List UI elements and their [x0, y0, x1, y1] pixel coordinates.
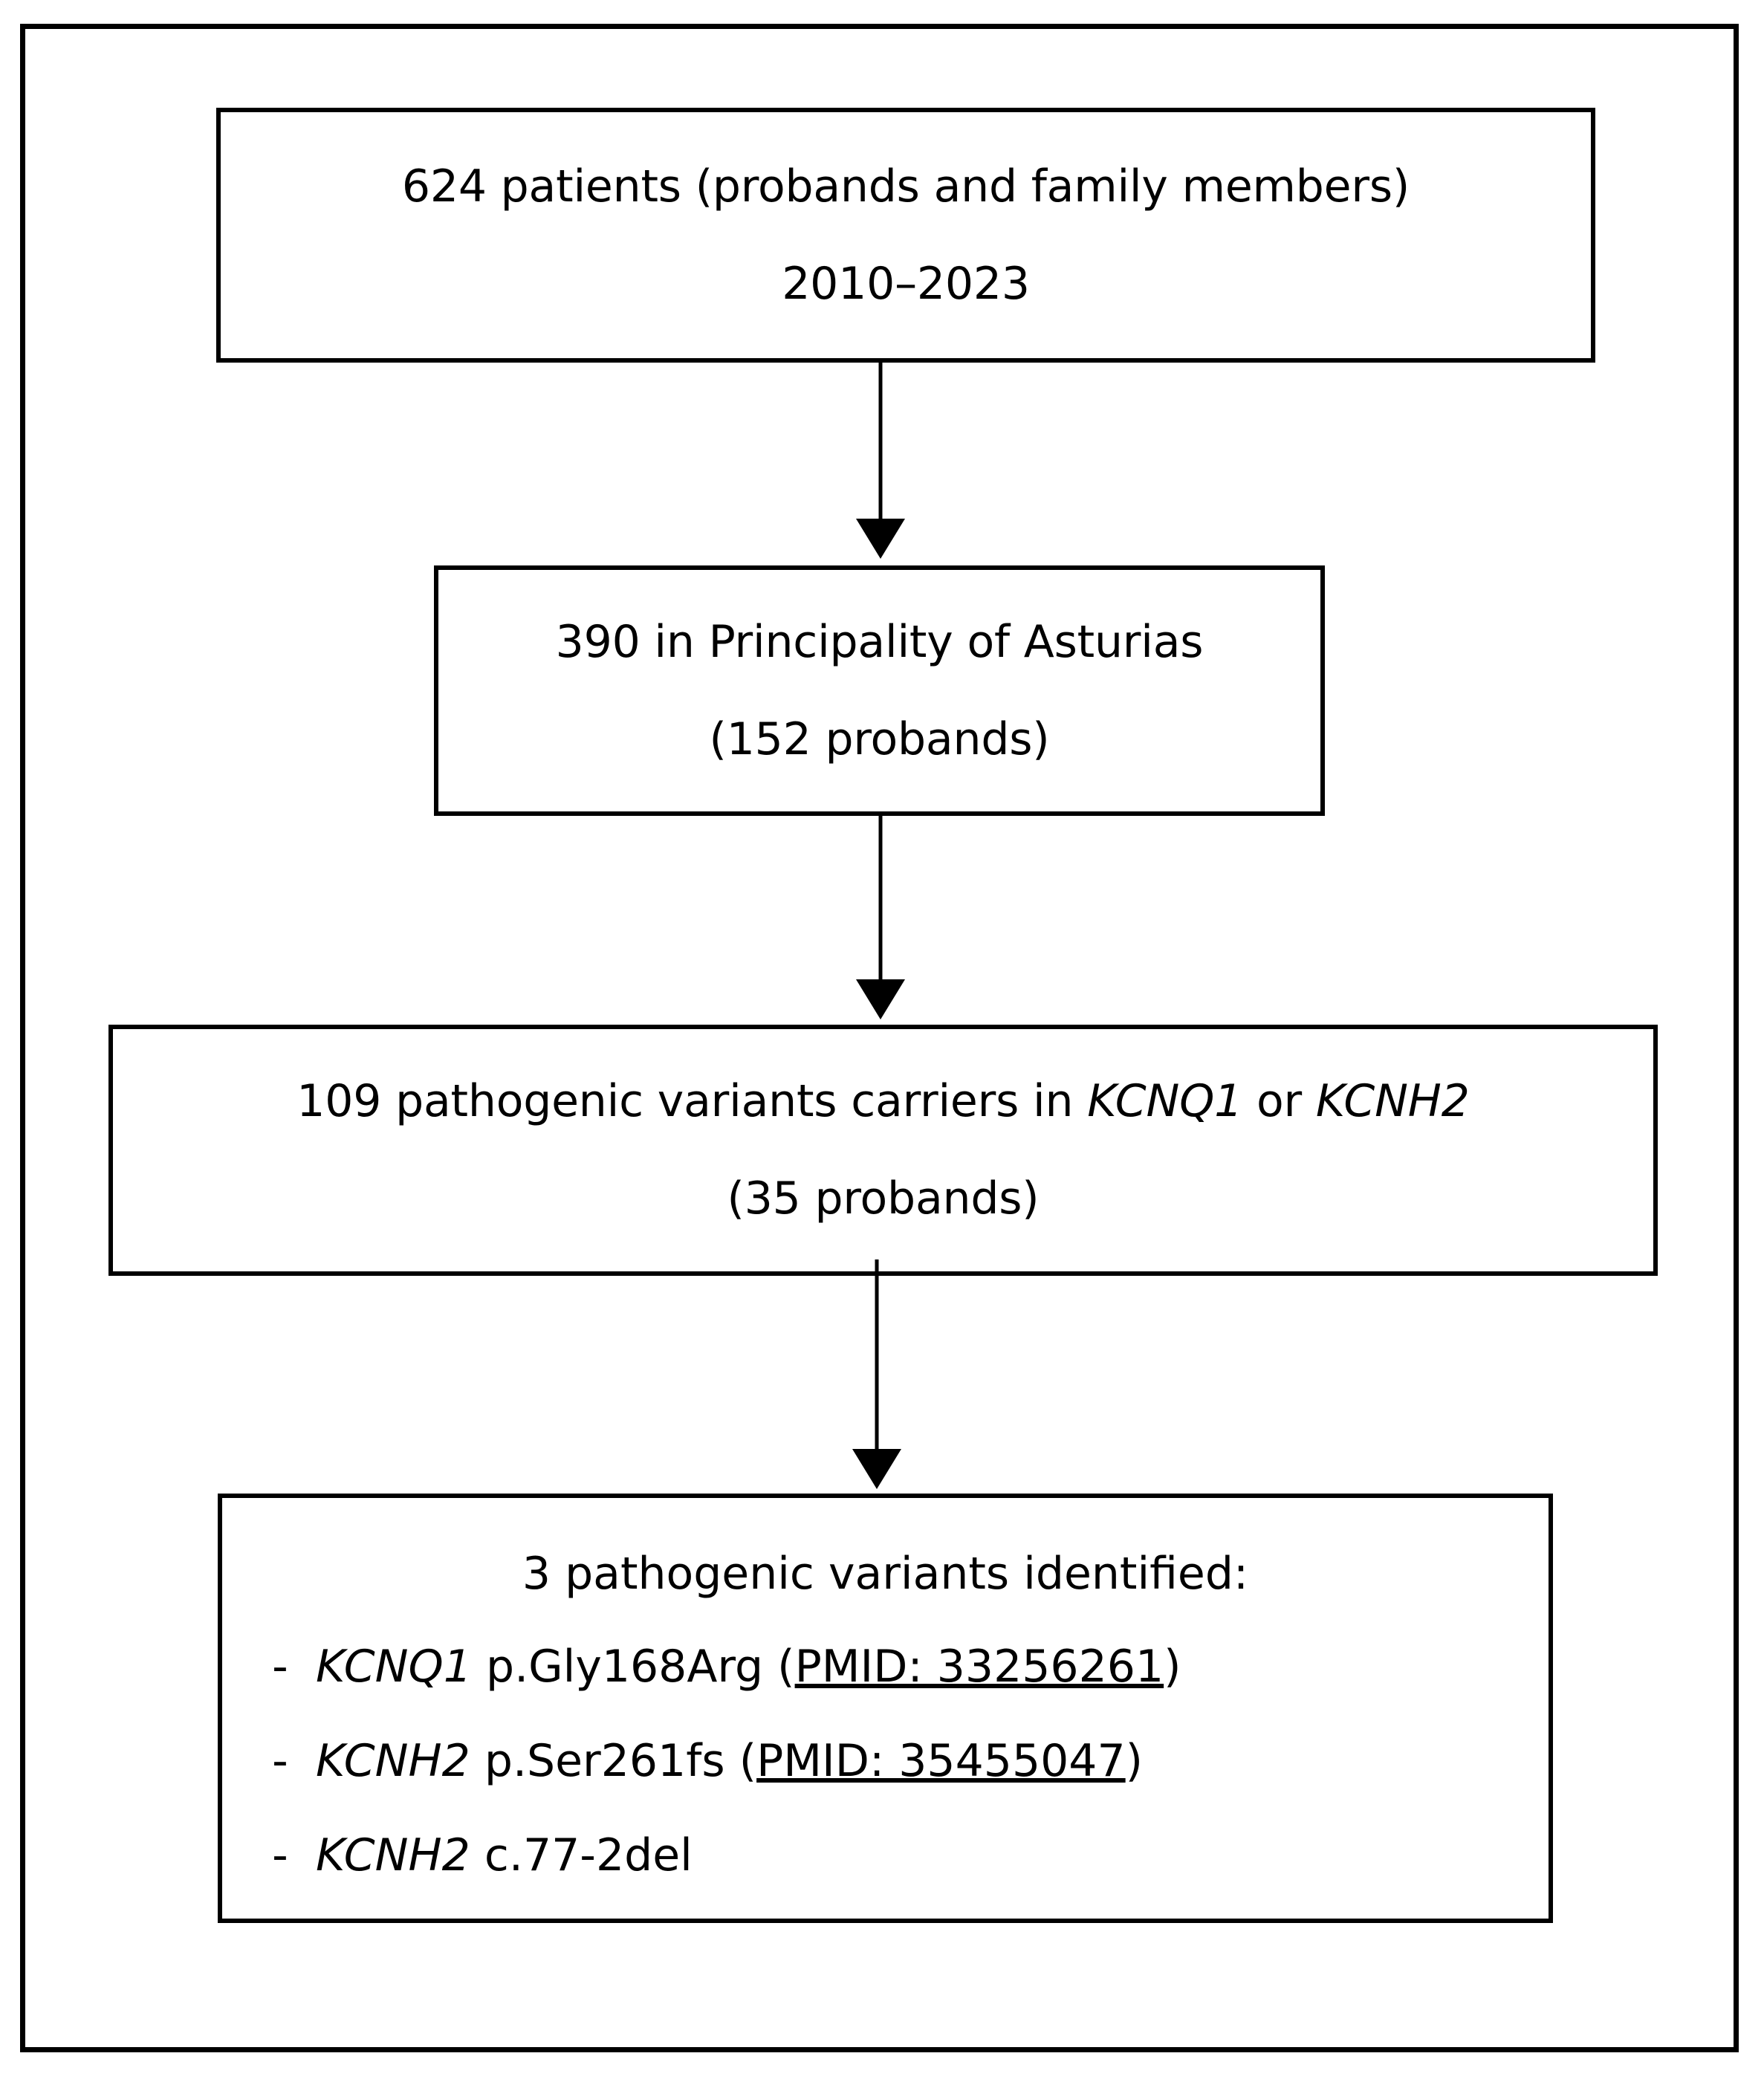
- arrow-head-icon: [856, 519, 905, 559]
- flow-box-total-patients: 624 patients (probands and family member…: [216, 108, 1595, 363]
- variant-change: c.77-2del: [470, 1829, 693, 1881]
- total-patients-line-1: 624 patients (probands and family member…: [401, 160, 1410, 213]
- list-item: - KCNH2 c.77-2del: [222, 1830, 1549, 1881]
- paren-close: ): [1125, 1735, 1144, 1787]
- gene-name-kcnh2: KCNH2: [1315, 1075, 1470, 1127]
- asturias-line-1: 390 in Principality of Asturias: [555, 615, 1204, 668]
- arrow-head-icon: [852, 1449, 901, 1489]
- total-patients-line-2: 2010–2023: [782, 257, 1030, 310]
- gene-name: KCNH2: [316, 1735, 470, 1787]
- flow-box-identified-variants: 3 pathogenic variants identified: - KCNQ…: [218, 1494, 1553, 1923]
- asturias-line-2: (152 probands): [709, 713, 1050, 765]
- pmid-reference[interactable]: PMID: 35455047: [756, 1735, 1126, 1787]
- gene-name: KCNQ1: [316, 1641, 472, 1693]
- carriers-prefix: 109 pathogenic variants carriers in: [296, 1075, 1088, 1127]
- flow-box-variant-carriers: 109 pathogenic variants carriers in KCNQ…: [108, 1025, 1658, 1276]
- pmid-reference[interactable]: PMID: 33256261: [794, 1641, 1164, 1693]
- carriers-line-2: (35 probands): [727, 1173, 1040, 1225]
- carriers-line-1: 109 pathogenic variants carriers in KCNQ…: [296, 1075, 1470, 1127]
- variant-change: p.Ser261fs: [470, 1735, 739, 1787]
- variant-entry: KCNH2 c.77-2del: [316, 1830, 693, 1881]
- carriers-conjunction: or: [1242, 1075, 1316, 1127]
- arrow-shaft: [878, 363, 883, 528]
- arrow-shaft: [878, 816, 883, 983]
- arrow-shaft: [875, 1259, 879, 1453]
- list-item: - KCNH2 p.Ser261fs (PMID: 35455047): [222, 1736, 1549, 1787]
- bullet-dash-icon: -: [272, 1735, 288, 1787]
- identified-variants-list: - KCNQ1 p.Gly168Arg (PMID: 33256261) - K…: [222, 1641, 1549, 1925]
- variant-entry: KCNH2 p.Ser261fs (PMID: 35455047): [316, 1736, 1143, 1787]
- paren-open: (: [739, 1735, 757, 1787]
- flow-box-asturias-subset: 390 in Principality of Asturias (152 pro…: [434, 565, 1325, 816]
- identified-variants-heading: 3 pathogenic variants identified:: [522, 1548, 1249, 1600]
- bullet-dash-icon: -: [272, 1641, 288, 1693]
- paren-close: ): [1164, 1641, 1181, 1693]
- variant-change: p.Gly168Arg: [471, 1641, 778, 1693]
- variant-entry: KCNQ1 p.Gly168Arg (PMID: 33256261): [316, 1641, 1181, 1693]
- paren-open: (: [777, 1641, 795, 1693]
- gene-name-kcnq1: KCNQ1: [1087, 1075, 1243, 1127]
- bullet-dash-icon: -: [272, 1829, 288, 1881]
- list-item: - KCNQ1 p.Gly168Arg (PMID: 33256261): [222, 1641, 1549, 1693]
- arrow-head-icon: [856, 979, 905, 1019]
- gene-name: KCNH2: [316, 1829, 470, 1881]
